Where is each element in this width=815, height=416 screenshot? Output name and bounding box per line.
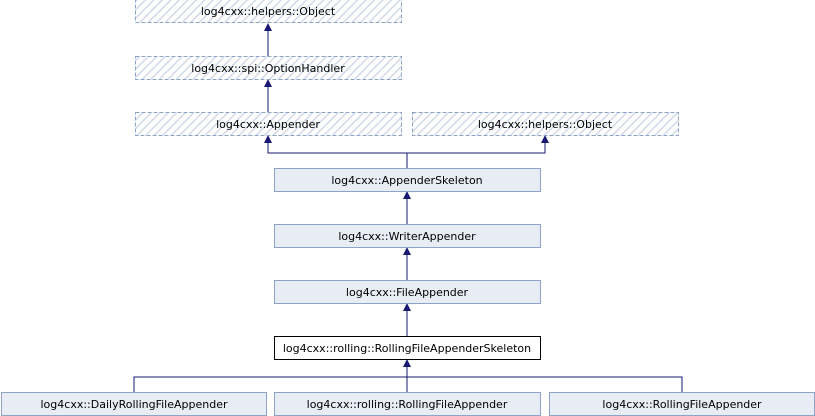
class-node-appender-skeleton[interactable]: log4cxx::AppenderSkeleton [274,168,541,192]
edge-rfa-to-rfaskeleton [407,376,683,392]
class-node-rolling-file-appender-skeleton: log4cxx::rolling::RollingFileAppenderSke… [274,336,541,360]
class-label: log4cxx::WriterAppender [338,230,476,243]
edges [133,23,683,392]
class-node-helpers-object-right[interactable]: log4cxx::helpers::Object [412,112,679,136]
class-label: log4cxx::rolling::RollingFileAppenderSke… [283,342,531,355]
class-node-file-appender[interactable]: log4cxx::FileAppender [274,280,541,304]
class-node-writer-appender[interactable]: log4cxx::WriterAppender [274,224,541,248]
class-label: log4cxx::FileAppender [346,286,469,299]
class-label: log4cxx::Appender [216,118,320,131]
edge-daily-to-rfaskeleton [133,376,407,392]
class-label: log4cxx::helpers::Object [201,5,336,18]
class-node-option-handler[interactable]: log4cxx::spi::OptionHandler [135,56,402,80]
class-node-helpers-object-top[interactable]: log4cxx::helpers::Object [135,0,402,23]
class-label: log4cxx::RollingFileAppender [602,398,762,411]
class-node-appender[interactable]: log4cxx::Appender [135,112,402,136]
edge-appenderskeleton-to-appender [264,135,408,168]
class-label: log4cxx::helpers::Object [478,118,613,131]
class-node-daily-rolling-file-appender[interactable]: log4cxx::DailyRollingFileAppender [1,392,267,416]
edge-appenderskeleton-to-object [407,135,549,154]
class-label: log4cxx::spi::OptionHandler [191,62,345,75]
class-label: log4cxx::AppenderSkeleton [331,174,482,187]
class-node-rolling-file-appender[interactable]: log4cxx::RollingFileAppender [549,392,815,416]
class-label: log4cxx::DailyRollingFileAppender [41,398,228,411]
class-label: log4cxx::rolling::RollingFileAppender [307,398,508,411]
class-node-rolling-rolling-file-appender[interactable]: log4cxx::rolling::RollingFileAppender [274,392,541,416]
